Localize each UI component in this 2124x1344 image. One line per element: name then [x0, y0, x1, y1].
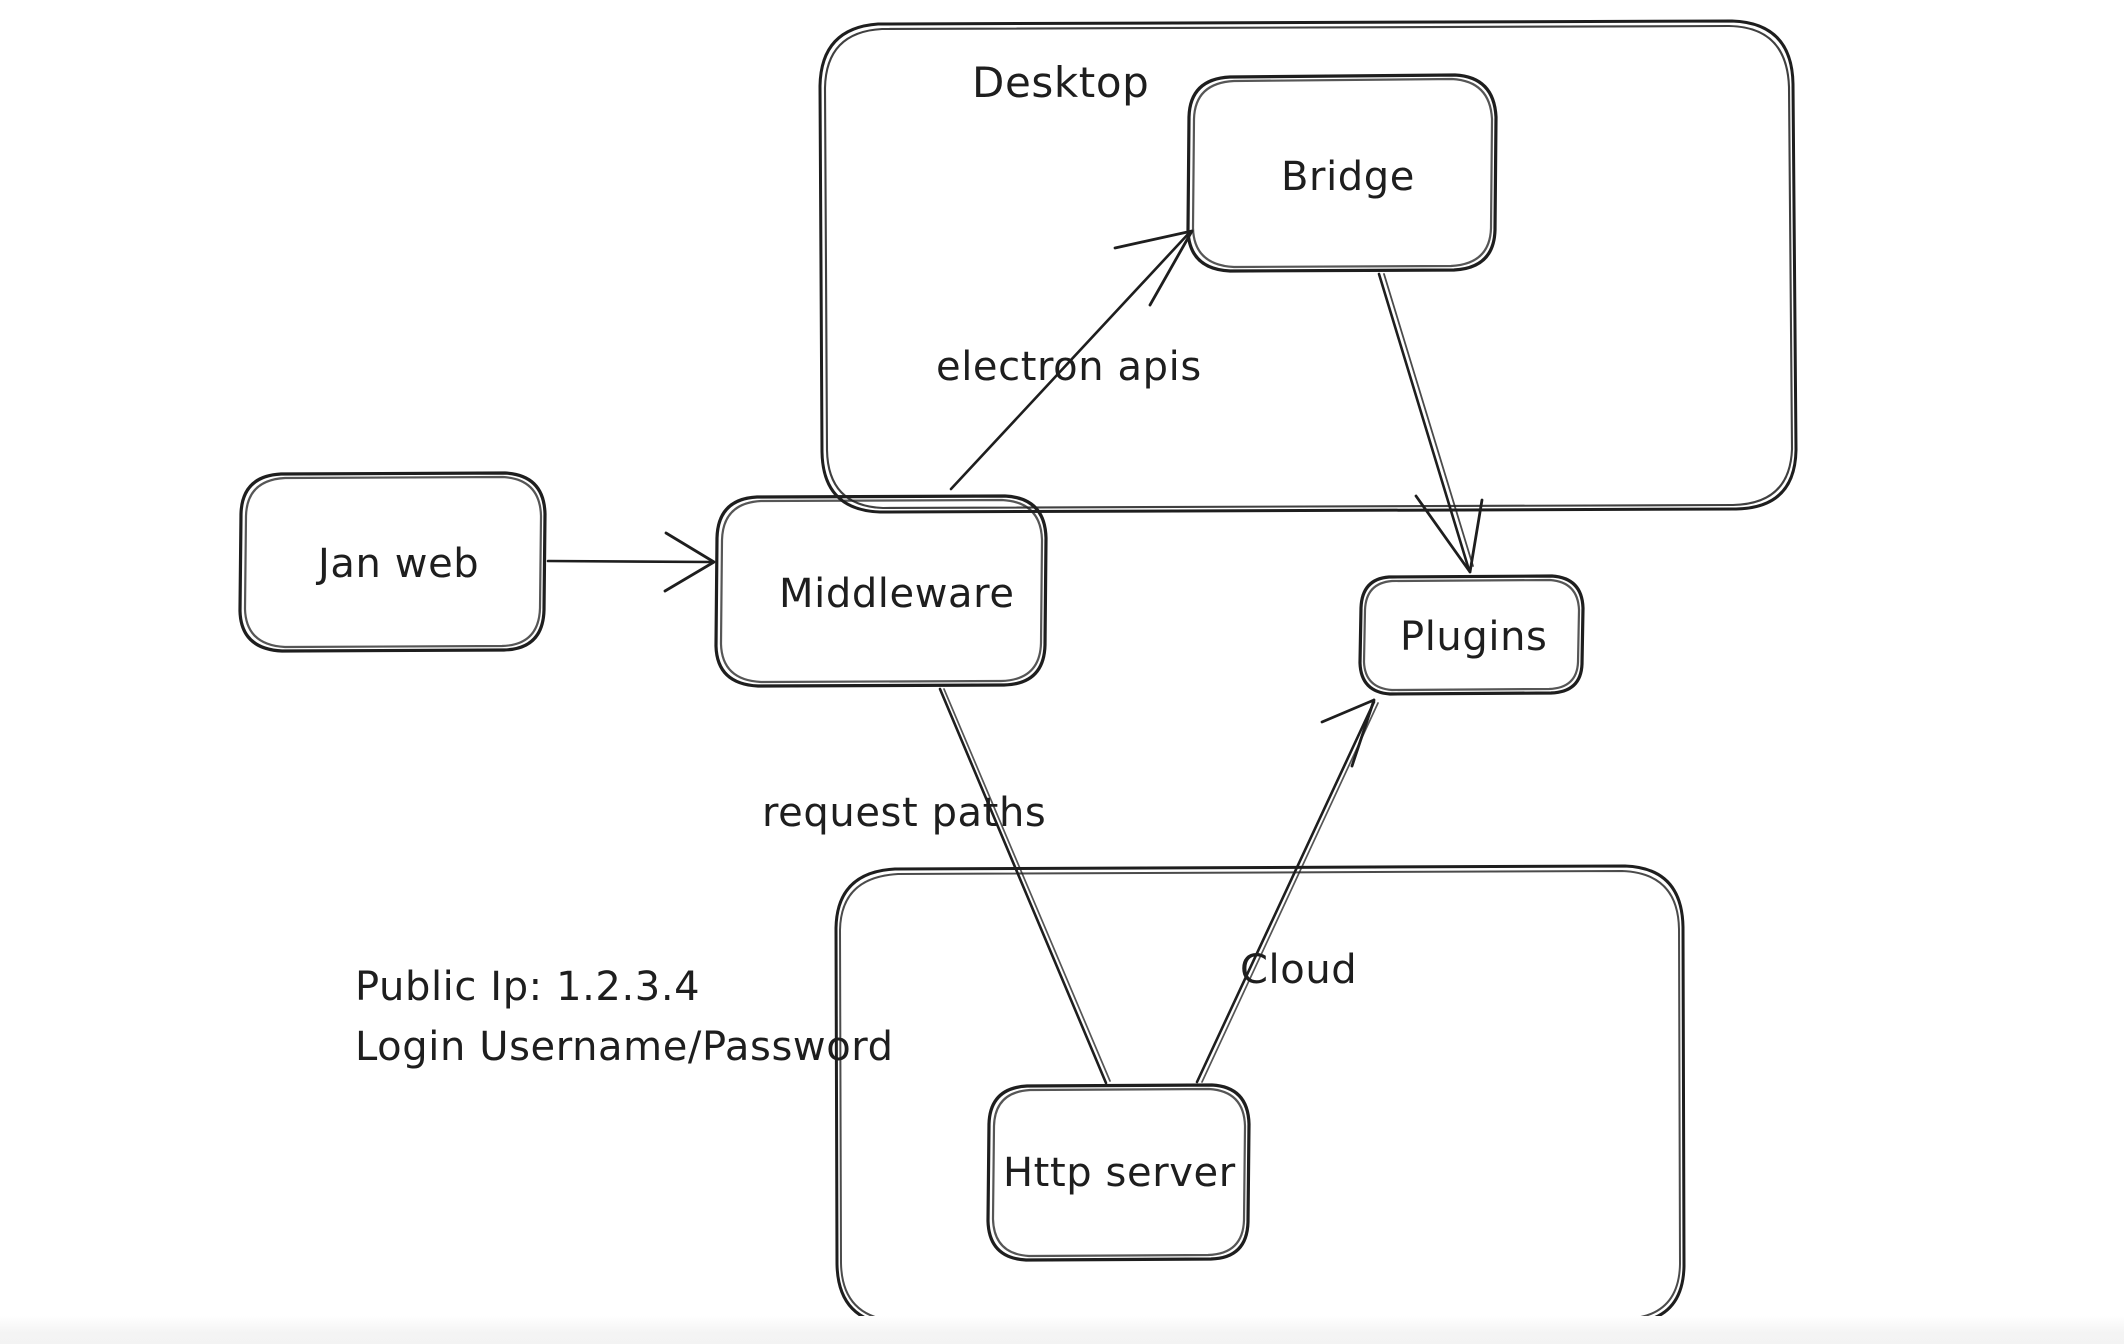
edge-middleware-to-http-server-line-2 — [943, 688, 1111, 1082]
edge-jan-web-to-middleware-line — [546, 559, 715, 564]
desktop-group-outline-2 — [823, 24, 1794, 510]
edge-bridge-to-plugins[interactable] — [1377, 272, 1484, 574]
middleware-label: Middleware — [779, 571, 1015, 617]
edge-middleware-to-http-server[interactable]: request paths — [762, 687, 1111, 1085]
plugins-box-outline — [1358, 574, 1585, 696]
plugins-label: Plugins — [1400, 614, 1547, 660]
edge-bridge-to-plugins-arrowhead — [1414, 494, 1484, 574]
note-line-public-ip: Public Ip: 1.2.3.4 — [355, 964, 700, 1010]
edge-bridge-to-plugins-line — [1377, 272, 1471, 572]
edge-middleware-to-bridge[interactable]: electron apis — [936, 229, 1202, 491]
server-credentials-note: Public Ip: 1.2.3.4 Login Username/Passwo… — [355, 964, 894, 1070]
bottom-chrome-strip — [0, 1316, 2124, 1344]
http-server-box-outline-2 — [991, 1087, 1247, 1258]
bridge-box-outline — [1186, 73, 1498, 273]
group-cloud[interactable] — [834, 864, 1686, 1327]
http-server-label: Http server — [1003, 1150, 1236, 1196]
http-server-box-outline — [986, 1083, 1251, 1262]
group-desktop[interactable]: Desktop — [818, 19, 1798, 514]
edge-jan-web-to-middleware-arrowhead — [663, 531, 716, 593]
edge-label-request-paths: request paths — [762, 790, 1046, 836]
cloud-group-outline-2 — [839, 870, 1681, 1322]
edge-http-server-to-plugins-line — [1195, 700, 1376, 1084]
node-jan-web[interactable]: Jan web — [238, 471, 547, 653]
bridge-label: Bridge — [1281, 154, 1415, 200]
middleware-box-outline-2 — [719, 498, 1044, 684]
bridge-box-outline-2 — [1191, 77, 1494, 269]
edge-middleware-to-bridge-line — [949, 230, 1192, 491]
cloud-group-outline — [834, 864, 1686, 1327]
jan-web-label: Jan web — [315, 541, 479, 587]
edge-middleware-to-bridge-arrowhead — [1113, 229, 1194, 307]
desktop-group-outline — [818, 19, 1798, 514]
edge-http-server-to-plugins[interactable]: Cloud — [1195, 698, 1379, 1084]
node-plugins[interactable]: Plugins — [1358, 574, 1585, 696]
note-line-login: Login Username/Password — [355, 1024, 894, 1070]
plugins-box-outline-2 — [1362, 578, 1581, 692]
middleware-box-outline — [714, 494, 1048, 688]
edge-http-server-to-plugins-arrowhead — [1320, 698, 1376, 768]
edge-bridge-to-plugins-line-2 — [1383, 273, 1474, 567]
jan-web-box-outline-2 — [243, 475, 543, 649]
node-bridge[interactable]: Bridge — [1186, 73, 1498, 273]
edge-middleware-to-http-server-line — [938, 687, 1108, 1085]
edge-label-electron-apis: electron apis — [936, 344, 1202, 390]
edge-http-server-to-plugins-line-2 — [1201, 702, 1379, 1083]
node-http-server[interactable]: Http server — [986, 1083, 1251, 1262]
edge-label-cloud: Cloud — [1240, 947, 1357, 993]
node-middleware[interactable]: Middleware — [714, 494, 1048, 688]
edge-jan-web-to-middleware[interactable] — [546, 531, 716, 593]
desktop-group-label: Desktop — [972, 58, 1149, 107]
jan-web-box-outline — [238, 471, 547, 653]
